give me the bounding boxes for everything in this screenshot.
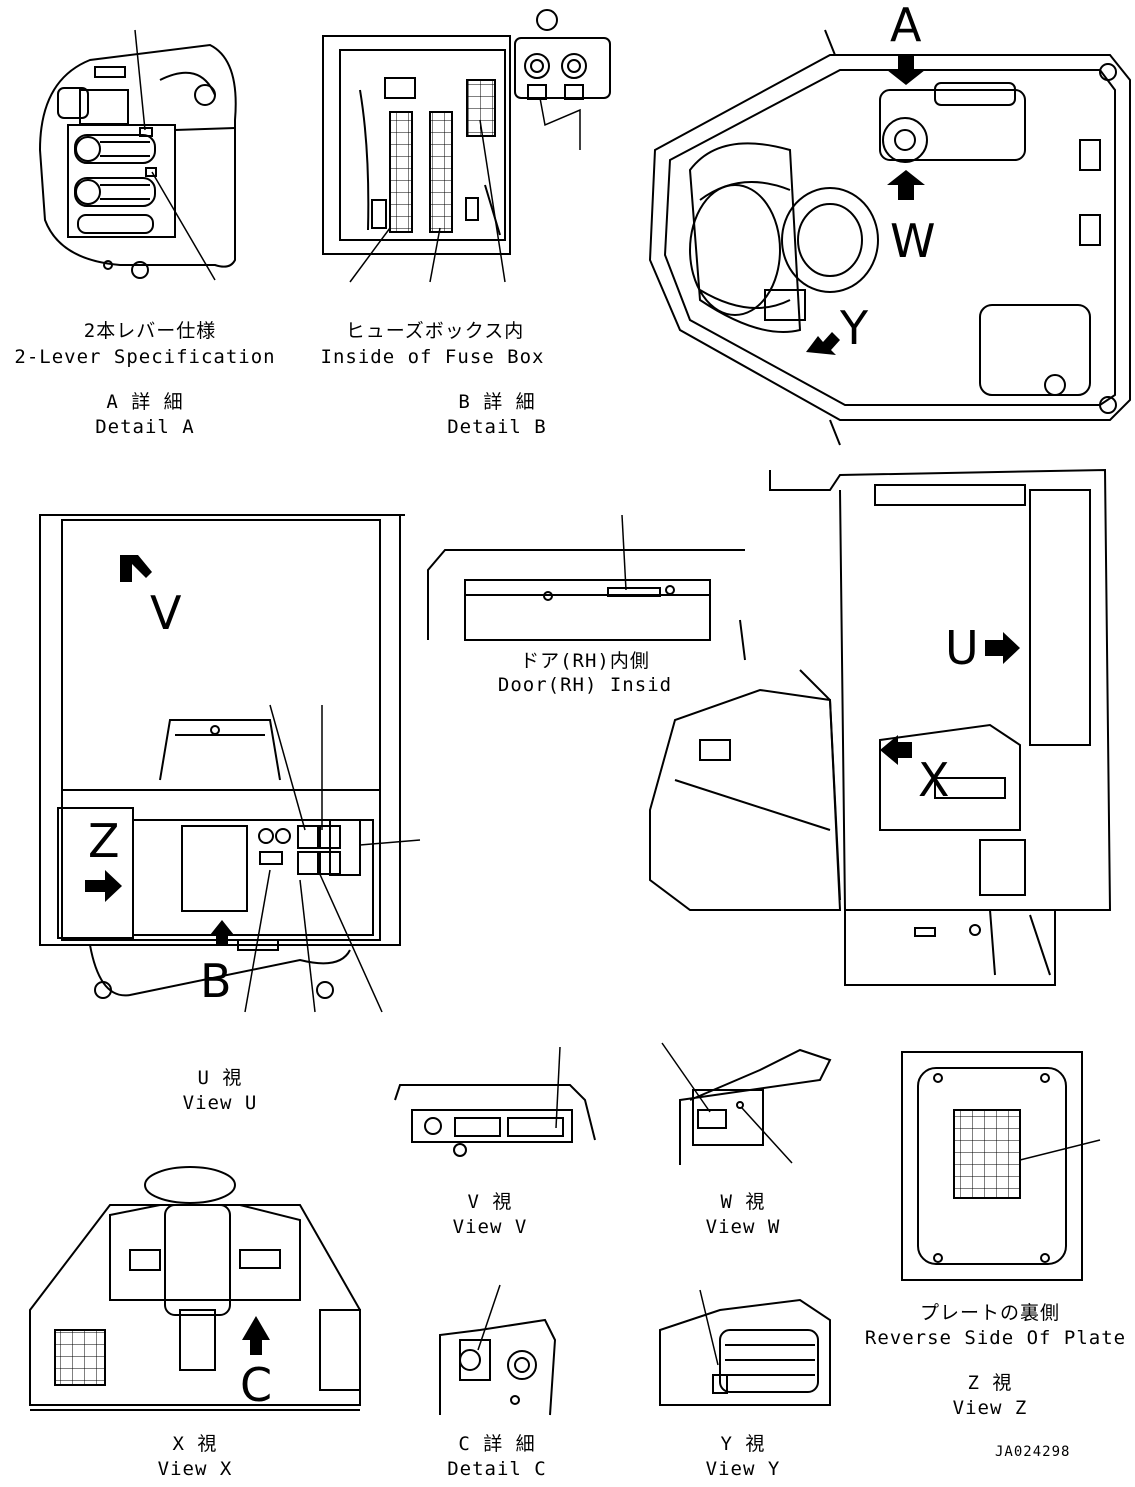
plate-reverse-drawing	[902, 1052, 1100, 1280]
detail-a-title-en: Detail A	[95, 416, 195, 438]
arrow-label-u: U	[945, 621, 979, 675]
detail-b-title-en: Detail B	[447, 416, 547, 438]
view-w-title-en: View W	[705, 1216, 781, 1238]
view-v-title-en: View V	[452, 1216, 528, 1238]
view-x-title-en: View X	[157, 1458, 233, 1480]
cab-side-view	[650, 470, 1110, 985]
arrow-label-b: B	[200, 954, 232, 1008]
door-title-en: Door(RH) Insid	[497, 674, 673, 696]
door-title-jp: ドア(RH)内側	[520, 650, 650, 672]
plate-title-jp: プレートの裏側	[919, 1302, 1060, 1324]
view-z-title-jp: Z 視	[967, 1372, 1013, 1394]
arrow-label-c: C	[240, 1358, 273, 1412]
arrow-label-x: X	[918, 753, 950, 807]
view-v-title-jp: V 視	[467, 1191, 513, 1213]
view-w-drawing	[662, 1043, 830, 1165]
view-y-drawing	[660, 1290, 830, 1405]
detail-c-title-en: Detail C	[447, 1458, 547, 1480]
view-v-drawing	[395, 1047, 595, 1156]
view-u-title-en: View U	[182, 1092, 258, 1114]
arrow-label-a: A	[890, 0, 922, 52]
detail-b-drawing	[323, 10, 610, 282]
detail-b-title-jp: B 詳 細	[458, 391, 536, 413]
view-y-title-en: View Y	[705, 1458, 781, 1480]
view-u-drawing	[40, 515, 420, 1012]
view-x-title-jp: X 視	[172, 1433, 218, 1455]
view-z-title-en: View Z	[952, 1397, 1028, 1419]
detail-a-spec-en: 2-Lever Specification	[14, 346, 276, 368]
arrow-label-w: W	[890, 214, 936, 268]
arrow-label-v: V	[150, 586, 182, 640]
view-x-drawing	[30, 1167, 360, 1410]
detail-c-title-jp: C 詳 細	[458, 1433, 536, 1455]
detail-c-drawing	[440, 1285, 555, 1415]
detail-a-drawing	[40, 30, 236, 280]
arrow-label-y: Y	[840, 301, 869, 355]
detail-b-spec-jp: ヒューズボックス内	[345, 320, 525, 342]
detail-a-spec-jp: 2本レバー仕様	[83, 320, 217, 342]
view-w-title-jp: W 視	[720, 1191, 766, 1213]
document-id: JA024298	[995, 1444, 1071, 1460]
view-y-title-jp: Y 視	[720, 1433, 766, 1455]
detail-a-title-jp: A 詳 細	[106, 391, 184, 413]
door-rh-drawing	[428, 515, 745, 660]
arrow-label-z: Z	[88, 814, 120, 868]
view-u-title-jp: U 視	[197, 1067, 243, 1089]
plate-title-en: Reverse Side Of Plate	[864, 1327, 1127, 1349]
cab-plan-view	[650, 30, 1130, 445]
detail-b-spec-en: Inside of Fuse Box	[320, 346, 545, 368]
